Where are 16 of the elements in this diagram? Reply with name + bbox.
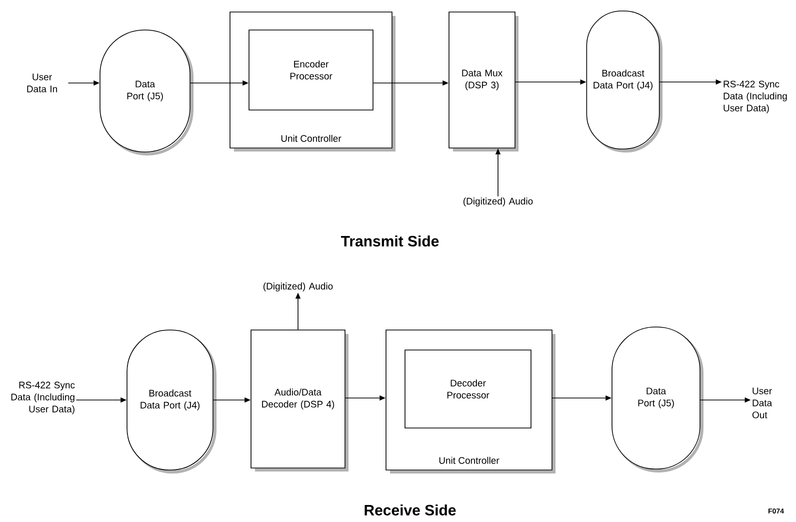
- section-heading: Transmit Side: [341, 235, 439, 246]
- terminal-label: RS-422 Sync Data (Including User Data): [11, 382, 75, 414]
- process-box: Decoder Processor: [404, 350, 532, 428]
- terminal-label: RS-422 Sync Data (Including User Data): [724, 80, 787, 114]
- port-capsule: Broadcast Data Port (J4): [586, 10, 662, 152]
- terminal-label: (Digitized) Audio: [264, 282, 333, 292]
- terminal-label: User Data In: [27, 74, 57, 92]
- process-box: Audio/Data Decoder (DSP 4): [250, 330, 348, 472]
- section-heading: Receive Side: [364, 504, 456, 516]
- port-capsule: Data Port (J5): [612, 326, 704, 472]
- process-box: Encoder Processor: [248, 30, 374, 110]
- port-capsule: Data Port (J5): [100, 30, 194, 156]
- terminal-label: (Digitized) Audio: [463, 198, 533, 206]
- port-capsule: Broadcast Data Port (J4): [126, 330, 216, 474]
- process-box: Data Mux (DSP 3): [448, 12, 518, 152]
- terminal-label: User Data Out: [752, 388, 772, 418]
